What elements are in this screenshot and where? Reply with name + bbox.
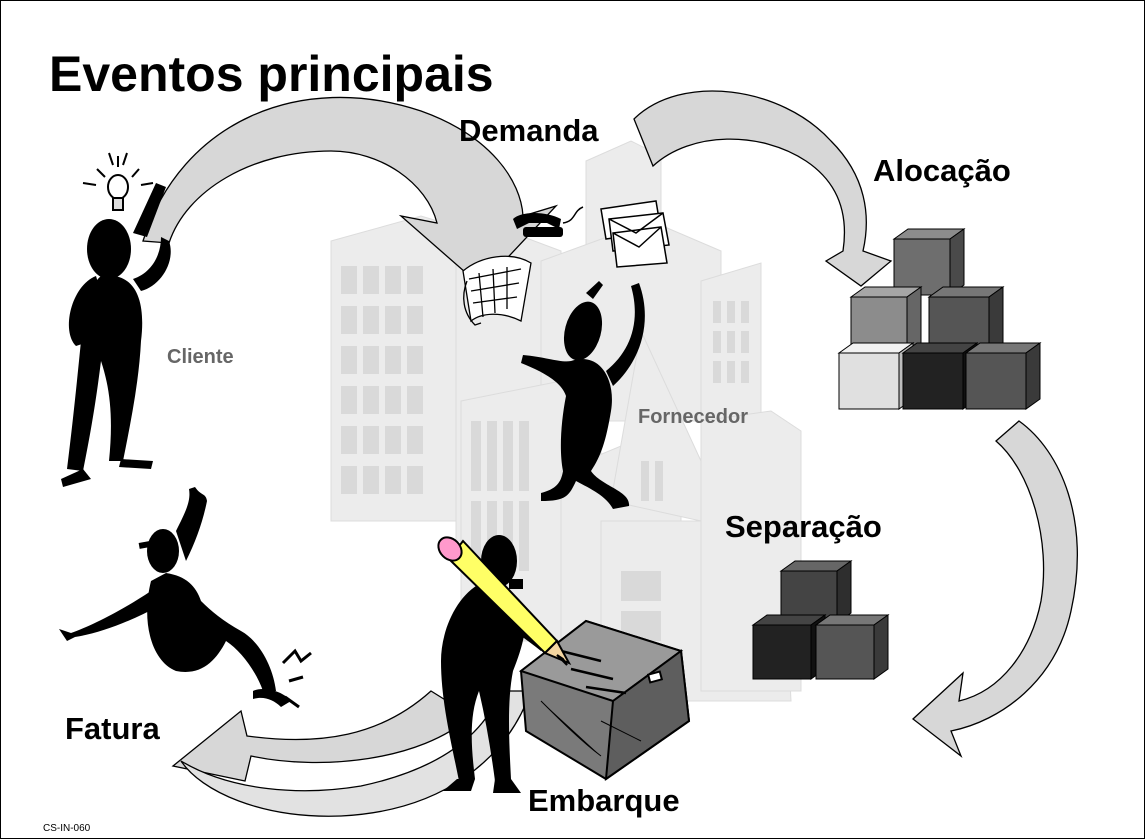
label-fatura: Fatura <box>65 711 160 746</box>
light-bulb-icon <box>82 152 154 211</box>
cube <box>779 560 853 624</box>
fornecedor-figure <box>521 281 645 509</box>
cube <box>814 614 890 680</box>
slide-code: CS-IN-060 <box>43 823 91 834</box>
process-arrows <box>142 90 1078 817</box>
building-windows <box>341 266 749 681</box>
cube <box>751 614 827 680</box>
label-embarque: Embarque <box>528 783 680 818</box>
label-cliente: Cliente <box>167 346 234 368</box>
allocation-cube-stack <box>837 228 1042 410</box>
cube <box>892 228 966 296</box>
separation-cube-stack <box>751 560 890 680</box>
label-separacao: Separação <box>725 509 882 544</box>
label-fornecedor: Fornecedor <box>638 406 749 428</box>
cube <box>964 342 1042 410</box>
impact-marks <box>281 648 312 709</box>
label-alocacao: Alocação <box>873 153 1011 188</box>
fatura-figure <box>59 487 291 707</box>
phone-icon <box>513 206 584 237</box>
arrow-demanda-to-alocacao <box>633 90 893 287</box>
cliente-figure <box>61 183 171 487</box>
arrow-embarque-swoop <box>180 690 532 817</box>
letters-icon <box>600 200 670 268</box>
cube <box>901 342 979 410</box>
arrow-alocacao-to-separacao <box>911 420 1078 758</box>
cube <box>837 342 915 410</box>
slide-title: Eventos principais <box>49 46 494 102</box>
pencil-icon <box>437 536 572 666</box>
document-icon <box>462 255 532 326</box>
arrow-embarque-to-fatura <box>171 690 473 782</box>
label-demanda: Demanda <box>459 113 599 148</box>
